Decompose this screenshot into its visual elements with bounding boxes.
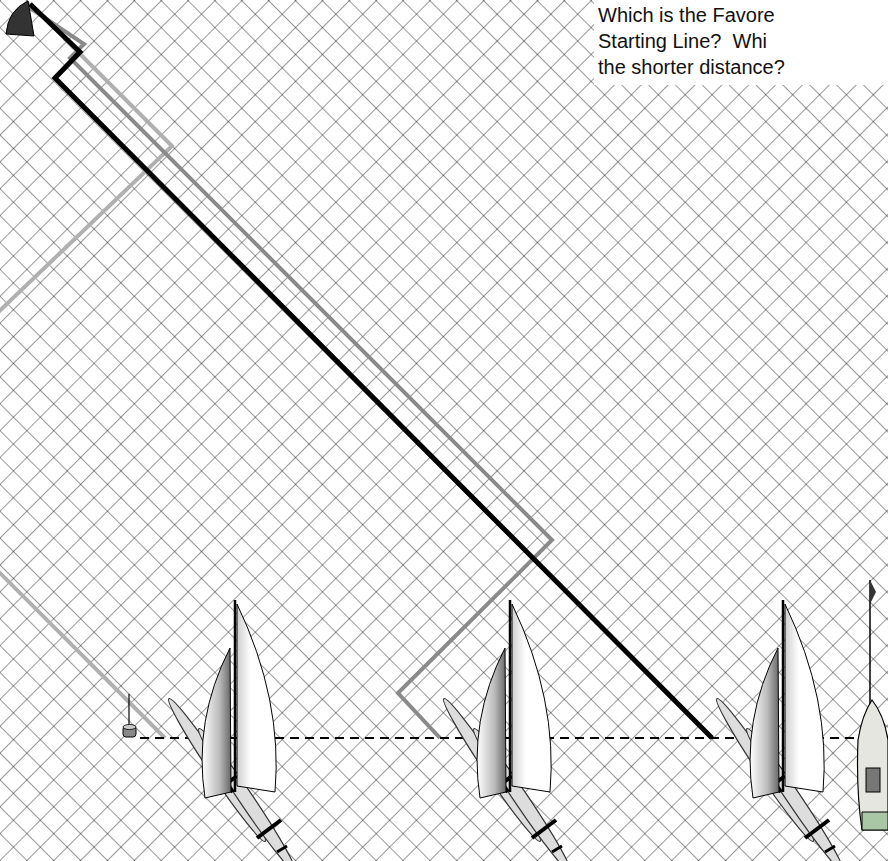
question-panel: Which is the FavoreStarting Line? Whithe… — [594, 0, 888, 85]
left-boat-track — [0, 563, 165, 738]
middle-boat-track — [30, 8, 552, 738]
left-catamaran — [163, 600, 301, 861]
middle-catamaran — [438, 600, 576, 861]
committee-boat — [858, 580, 888, 830]
question-text: the shorter distance? — [598, 55, 785, 79]
left-boat-track — [0, 38, 172, 320]
right-catamaran — [711, 600, 849, 861]
windward-mark — [6, 1, 34, 36]
pin-buoy — [123, 694, 136, 737]
right-boat-track — [30, 4, 712, 738]
question-text: Which is the Favore — [598, 3, 775, 27]
question-text: Starting Line? Whi — [598, 29, 767, 53]
